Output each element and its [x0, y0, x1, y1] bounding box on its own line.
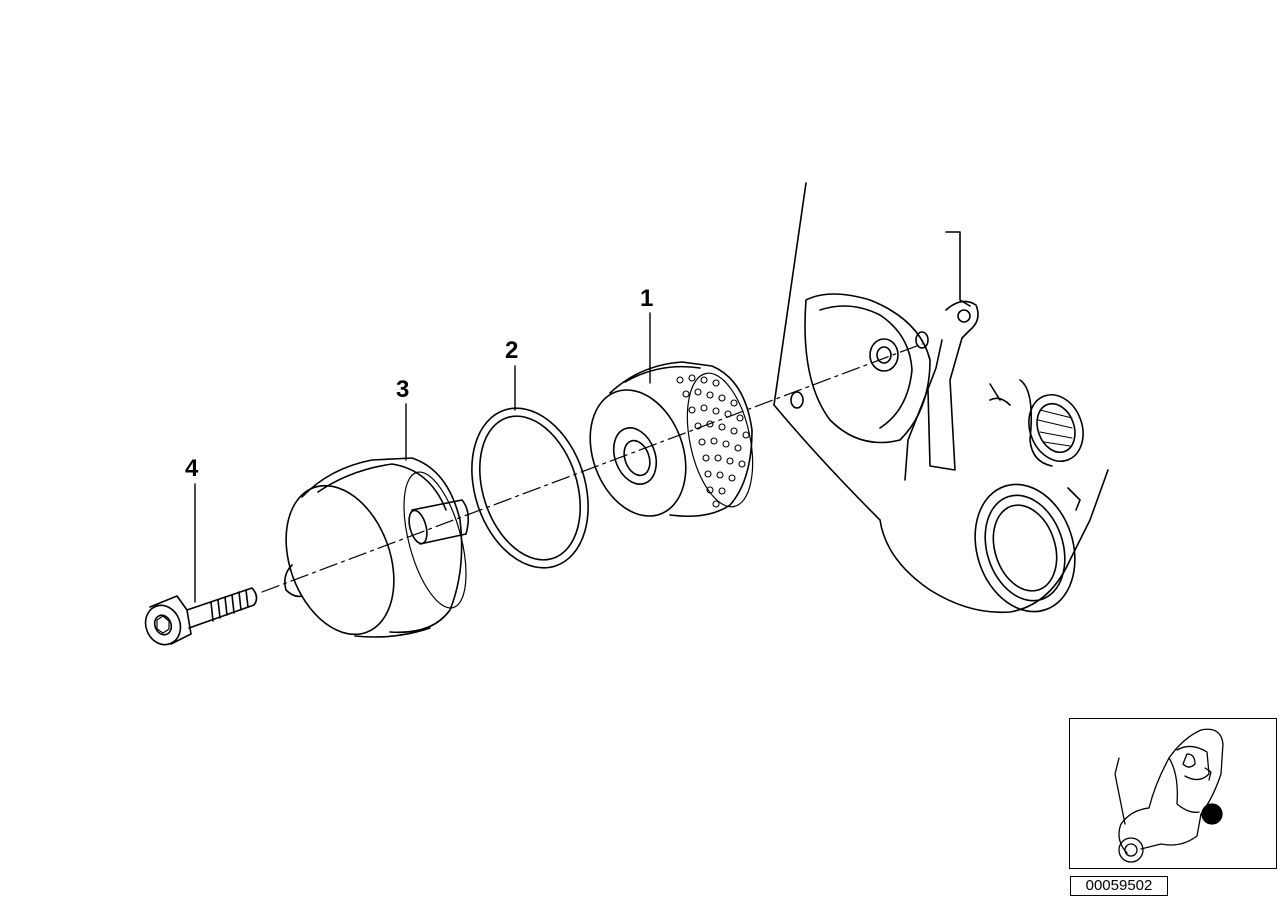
bolt-part-4	[144, 587, 258, 646]
vehicle-thumbnail-frame	[1069, 718, 1277, 869]
scooter-thumbnail-icon	[1114, 728, 1224, 863]
o-ring-part-2	[471, 407, 589, 569]
callout-part-2: 2	[505, 337, 519, 364]
diagram-reference-number: 00059502	[1070, 876, 1168, 896]
callout-part-1: 1	[640, 285, 654, 312]
filter-element-part-1	[589, 361, 754, 518]
callout-leader-lines	[194, 312, 651, 603]
location-marker-icon	[1201, 803, 1223, 825]
assembly-axis-line	[261, 343, 923, 593]
callout-part-3: 3	[396, 376, 410, 403]
filter-cover-part-3	[284, 457, 470, 638]
engine-housing	[773, 182, 1109, 614]
callout-part-4: 4	[185, 455, 199, 482]
filter-perforations	[676, 374, 750, 508]
